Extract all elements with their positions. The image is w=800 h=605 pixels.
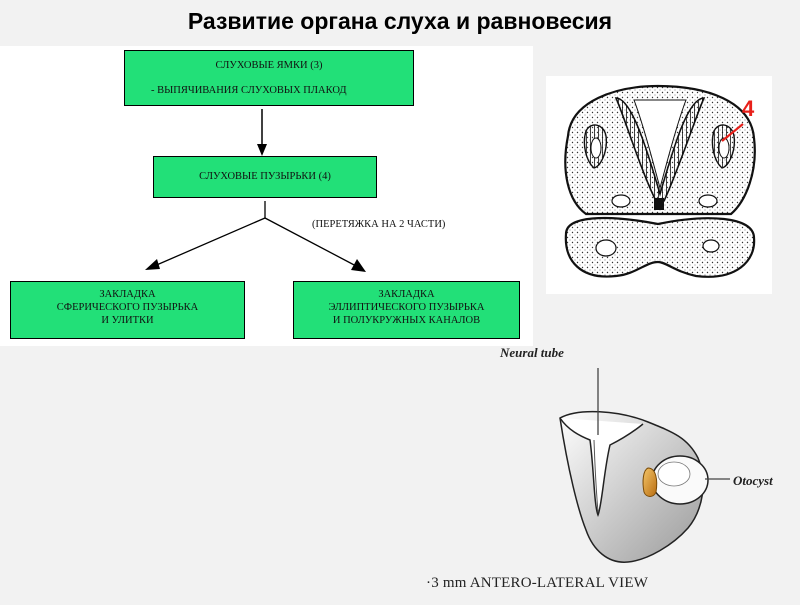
marker-label: 4: [742, 96, 755, 121]
cross-section-drawing: 4: [564, 84, 756, 278]
box2-line1: СЛУХОВЫЕ ПУЗЫРЬКИ (4): [199, 171, 331, 182]
constriction-note: (ПЕРЕТЯЖКА НА 2 ЧАСТИ): [312, 219, 446, 230]
otocyst-label: Otocyst: [733, 473, 773, 488]
arrowhead-box2: [257, 144, 267, 156]
box3-line1: ЗАКЛАДКА: [99, 289, 156, 300]
box1-line1: СЛУХОВЫЕ ЯМКИ (3): [215, 60, 323, 71]
embryo-figure: [498, 340, 800, 600]
arrow-to-box4: [264, 217, 359, 268]
box4-line2: ЭЛЛИПТИЧЕСКОГО ПУЗЫРЬКА: [328, 302, 485, 313]
box-auditory-vesicles: СЛУХОВЫЕ ПУЗЫРЬКИ (4): [153, 156, 377, 198]
lower-body-outline: [564, 216, 756, 278]
marker-line: [721, 123, 744, 142]
neural-tube-walls: [614, 97, 706, 202]
cross-section-figure: 4: [546, 76, 772, 294]
box3-line3: И УЛИТКИ: [101, 315, 154, 326]
arrowhead-box3: [145, 259, 160, 270]
box-auditory-pits: СЛУХОВЫЕ ЯМКИ (3) - ВЫПЯЧИВАНИЯ СЛУХОВЫХ…: [124, 50, 414, 106]
box4-line1: ЗАКЛАДКА: [378, 289, 435, 300]
arrow-to-box3: [151, 217, 266, 268]
neural-groove: [633, 99, 687, 190]
page-title: Развитие органа слуха и равновесия: [187, 8, 613, 34]
neural-tube-label: Neural tube: [500, 345, 564, 360]
box-spherical-vesicle: ЗАКЛАДКА СФЕРИЧЕСКОГО ПУЗЫРЬКА И УЛИТКИ: [10, 281, 245, 339]
box3-line2: СФЕРИЧЕСКОГО ПУЗЫРЬКА: [56, 302, 199, 313]
otic-structure: [642, 467, 658, 497]
box4-line3: И ПОЛУКРУЖНЫХ КАНАЛОВ: [332, 315, 481, 326]
neural-fold: [559, 417, 644, 518]
arrowhead-box4: [351, 259, 366, 272]
box1-line2: - ВЫПЯЧИВАНИЯ СЛУХОВЫХ ПЛАКОД: [151, 85, 347, 96]
flowchart-arrows: [145, 109, 366, 272]
view-caption: ·3 mm ANTERO-LATERAL VIEW: [426, 575, 649, 591]
embryo-drawing: [559, 368, 730, 563]
flowchart-panel: СЛУХОВЫЕ ЯМКИ (3) - ВЫПЯЧИВАНИЯ СЛУХОВЫХ…: [0, 46, 533, 346]
box-elliptical-vesicle: ЗАКЛАДКА ЭЛЛИПТИЧЕСКОГО ПУЗЫРЬКА И ПОЛУК…: [293, 281, 520, 339]
